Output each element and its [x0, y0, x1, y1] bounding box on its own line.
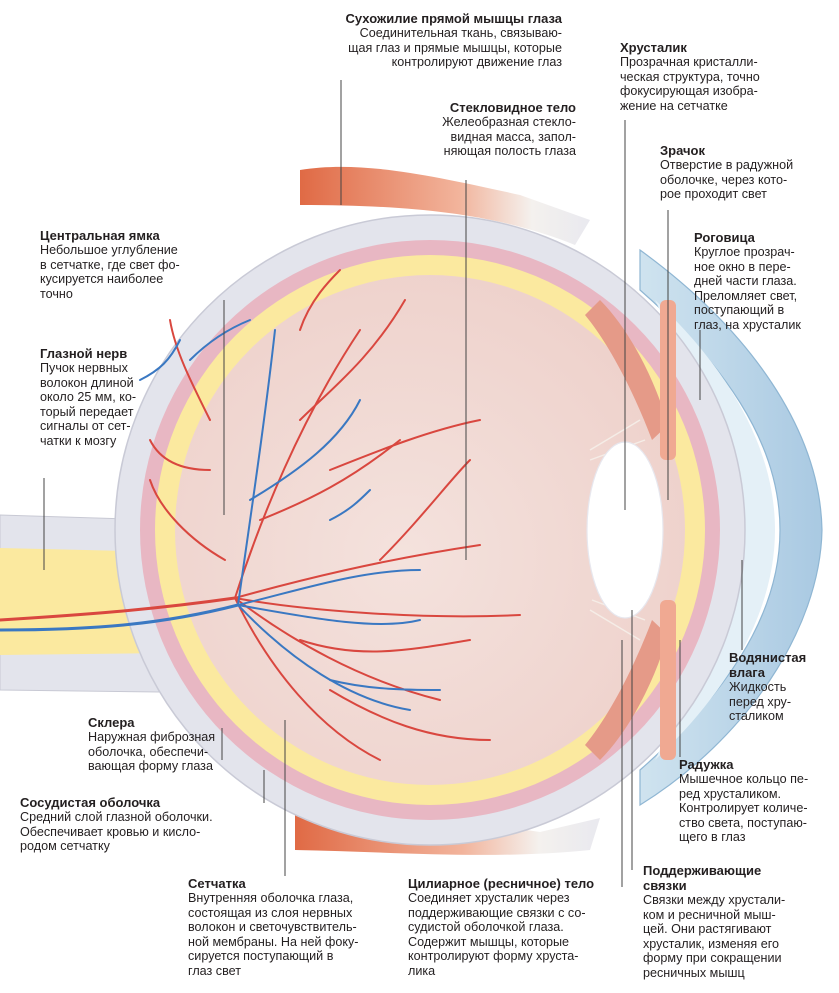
label-zonules-text: Связки между хрустали- ком и ресничной м… — [643, 893, 786, 980]
artery-4 — [329, 419, 481, 471]
label-lens-title: Хрусталик — [620, 40, 687, 55]
vein-4 — [249, 399, 361, 501]
artery-6 — [234, 544, 481, 599]
label-choroid: Сосудистая оболочка Средний слой глазной… — [20, 795, 260, 854]
label-sclera: Склера Наружная фиброзная оболочка, обес… — [88, 715, 263, 774]
vein-3 — [189, 319, 251, 361]
label-iris: Радужка Мышечное кольцо пе- ред хрустали… — [679, 757, 835, 845]
label-retina: Сетчатка Внутренняя оболочка глаза, сост… — [188, 876, 393, 979]
vein-9 — [329, 679, 441, 691]
artery-8 — [234, 597, 441, 701]
vein-10 — [139, 339, 181, 381]
vein-8 — [237, 604, 411, 711]
label-fovea-title: Центральная ямка — [40, 228, 160, 243]
cornea — [639, 248, 823, 807]
label-vitreous: Стекловидное тело Желеобразная стекло- в… — [424, 100, 576, 159]
artery-13 — [169, 319, 211, 421]
vitreous-body — [175, 275, 685, 785]
artery-16 — [299, 269, 341, 331]
label-optic-nerve-text: Пучок нервных волокон длиной около 25 мм… — [40, 361, 137, 448]
label-optic-nerve: Глазной нерв Пучок нервных волокон длино… — [40, 346, 170, 449]
label-lens-text: Прозрачная кристалли- ческая структура, … — [620, 55, 760, 113]
artery-11 — [329, 689, 491, 741]
label-cornea-text: Круглое прозрач- ное окно в пере- дней ч… — [694, 245, 801, 332]
label-aqueous-title: Водянистая влага — [729, 650, 807, 680]
label-aqueous-text: Жидкость перед хру- сталиком — [729, 680, 792, 724]
label-ciliary-body-title: Цилиарное (ресничное) тело — [408, 876, 595, 891]
artery-3 — [299, 299, 406, 421]
label-retina-text: Внутренняя оболочка глаза, состоящая из … — [188, 891, 359, 978]
label-ciliary-body: Цилиарное (ресничное) тело Соединяет хру… — [408, 876, 620, 979]
label-sclera-title: Склера — [88, 715, 135, 730]
artery-15 — [149, 479, 226, 561]
label-zonules: Поддерживающие связки Связки между хруст… — [643, 863, 833, 981]
vein-2 — [237, 329, 276, 606]
label-iris-text: Мышечное кольцо пе- ред хрусталиком. Кон… — [679, 772, 809, 845]
artery-5 — [259, 439, 401, 521]
label-rectus-tendon: Сухожилие прямой мышцы глаза Соединитель… — [300, 11, 562, 70]
iris-lower — [660, 600, 676, 760]
artery-7 — [379, 459, 471, 561]
ciliary-body-upper — [585, 300, 668, 440]
label-rectus-tendon-text: Соединительная ткань, связываю- щая глаз… — [348, 26, 562, 70]
ciliary-body-lower — [585, 620, 668, 760]
artery-2 — [234, 329, 361, 599]
artery-14 — [149, 439, 211, 471]
upper-rectus-muscle — [300, 166, 590, 245]
artery-9 — [299, 639, 471, 653]
label-fovea-text: Небольшое углубление в сетчатке, где све… — [40, 243, 180, 301]
artery-10 — [234, 597, 381, 761]
label-ciliary-body-text: Соединяет хрусталик через поддерживающие… — [408, 891, 586, 978]
label-vitreous-text: Желеобразная стекло- видная масса, запол… — [442, 115, 576, 159]
label-retina-title: Сетчатка — [188, 876, 246, 891]
label-choroid-text: Средний слой глазной оболочки. Обеспечив… — [20, 810, 213, 854]
label-lens: Хрусталик Прозрачная кристалли- ческая с… — [620, 40, 830, 113]
vein-5 — [237, 569, 421, 606]
label-zonules-title: Поддерживающие связки — [643, 863, 762, 893]
label-vitreous-title: Стекловидное тело — [449, 100, 576, 115]
label-rectus-tendon-title: Сухожилие прямой мышцы глаза — [345, 11, 562, 26]
label-pupil: Зрачок Отверстие в радужной оболочке, че… — [660, 143, 835, 202]
retinal-vessels — [0, 269, 521, 761]
artery-12 — [234, 597, 521, 618]
label-optic-nerve-title: Глазной нерв — [40, 346, 128, 361]
vein-7 — [237, 604, 421, 626]
vein-1 — [0, 603, 240, 632]
label-pupil-title: Зрачок — [660, 143, 705, 158]
label-iris-title: Радужка — [679, 757, 734, 772]
label-cornea-title: Роговица — [694, 230, 755, 245]
label-pupil-text: Отверстие в радужной оболочке, через кот… — [660, 158, 794, 202]
label-aqueous: Водянистая влага Жидкость перед хру- ста… — [729, 650, 833, 724]
label-choroid-title: Сосудистая оболочка — [20, 795, 161, 810]
artery-1 — [0, 596, 237, 622]
label-cornea: Роговица Круглое прозрач- ное окно в пер… — [694, 230, 834, 333]
label-sclera-text: Наружная фиброзная оболочка, обеспечи- в… — [88, 730, 216, 774]
vein-6 — [329, 489, 371, 521]
label-fovea: Центральная ямка Небольшое углубление в … — [40, 228, 230, 301]
